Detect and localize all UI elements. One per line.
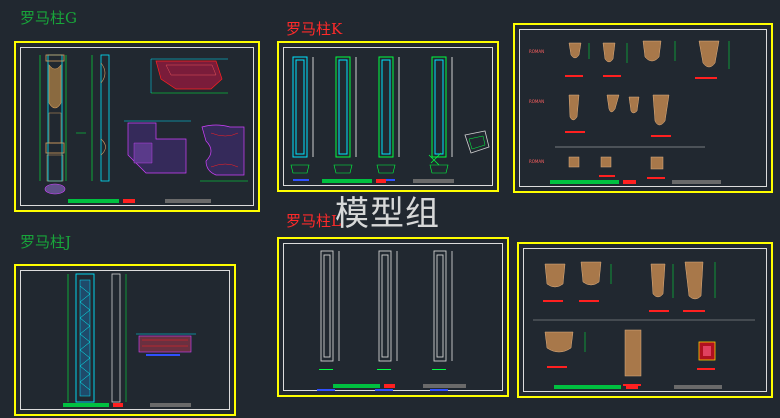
watermark-text: 模型组	[335, 194, 440, 234]
capital-details-drawing	[533, 261, 755, 386]
title-column-k: 罗马柱K	[286, 20, 343, 38]
column-l-drawing	[317, 250, 453, 391]
ornament-details-drawing: ROMAN ROMAN ROMAN	[529, 40, 730, 179]
title-column-g: 罗马柱G	[20, 9, 77, 27]
drawing-sheet-l[interactable]	[277, 237, 509, 397]
svg-text:ROMAN: ROMAN	[529, 99, 544, 104]
drawing-sheet-j[interactable]	[14, 264, 236, 416]
drawing-sheet-k-details[interactable]: ROMAN ROMAN ROMAN	[513, 23, 773, 193]
title-column-j: 罗马柱J	[20, 233, 72, 251]
column-j-drawing	[67, 273, 196, 403]
column-k-drawing	[290, 56, 490, 181]
title-block-k	[285, 179, 491, 184]
svg-text:ROMAN: ROMAN	[529, 159, 544, 164]
title-block-k-details	[521, 180, 765, 185]
title-block-j	[22, 403, 228, 408]
title-block-l	[285, 384, 501, 389]
svg-text:ROMAN: ROMAN	[529, 49, 544, 54]
title-column-l: 罗马柱L	[286, 212, 341, 230]
drawing-sheet-k[interactable]	[277, 41, 499, 192]
drawing-sheet-l-details[interactable]	[517, 242, 773, 398]
title-block-g	[22, 199, 252, 204]
title-block-l-details	[525, 385, 765, 390]
drawing-sheet-g[interactable]	[14, 41, 260, 212]
column-g-drawing	[39, 54, 248, 195]
